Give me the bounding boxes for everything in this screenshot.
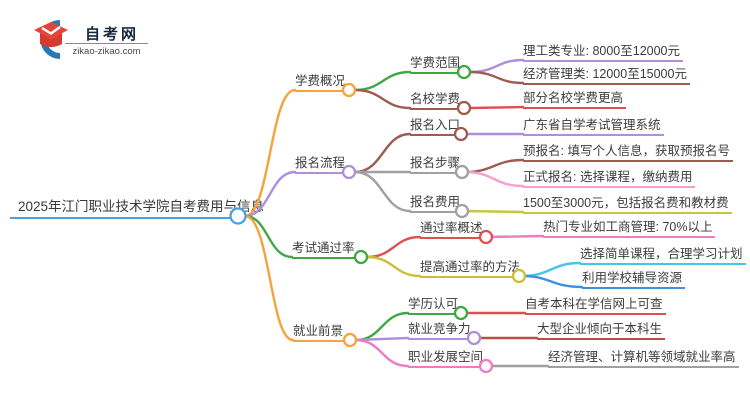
sub-employment-competitiveness[interactable]: 就业竞争力	[408, 321, 474, 340]
connector-leaf-cost	[463, 209, 525, 214]
logo-divider	[65, 43, 148, 44]
leaf-science-engineering-fee[interactable]: 理工类专业: 8000至12000元	[523, 43, 684, 62]
connector-root-passrate	[243, 214, 294, 259]
logo-graphic	[34, 20, 68, 59]
logo-cap-chevron-icon	[41, 26, 61, 35]
connector-leaf-economics	[468, 70, 525, 85]
leaf-pre-registration[interactable]: 预报名: 填写个人信息，获取预报名号	[523, 143, 733, 162]
logo-cap-top-icon	[34, 22, 68, 39]
connector-tuition-range	[353, 70, 412, 92]
leaf-guangdong-exam-system[interactable]: 广东省自学考试管理系统	[523, 117, 664, 136]
connector-leaf-prereg	[463, 158, 525, 174]
connector-leaf-science	[468, 58, 525, 74]
site-logo[interactable]: 自考网 zikao-zikao.com	[30, 16, 160, 69]
connector-employment-competitiveness	[354, 336, 410, 342]
sub-registration-entry[interactable]: 报名入口	[410, 117, 461, 136]
sub-pass-rate-overview[interactable]: 通过率概述	[420, 220, 486, 239]
connector-improve-methods	[365, 255, 422, 278]
leaf-popular-major-pass-rate[interactable]: 热门专业如工商管理: 70%以上	[543, 219, 716, 238]
sub-improve-pass-rate-methods[interactable]: 提高通过率的方法	[420, 259, 520, 278]
leaf-high-employment-fields[interactable]: 经济管理、计算机等领域就业率高	[548, 349, 739, 368]
leaf-enterprises-prefer-bachelor[interactable]: 大型企业倾向于本科生	[537, 321, 666, 340]
branch-registration-process[interactable]: 报名流程	[295, 155, 349, 174]
connector-registration-fee	[353, 170, 412, 213]
sub-registration-steps[interactable]: 报名步骤	[410, 155, 462, 174]
connector-root-employment	[243, 214, 295, 342]
branch-tuition-overview[interactable]: 学费概况	[295, 73, 349, 92]
leaf-formal-registration[interactable]: 正式报名: 选择课程，缴纳费用	[523, 169, 696, 188]
connector-leaf-formalreg	[463, 170, 525, 188]
connector-famous-school	[353, 88, 412, 110]
sub-degree-recognition[interactable]: 学历认可	[408, 296, 461, 315]
logo-cap-base-icon	[40, 33, 62, 47]
logo-domain: zikao-zikao.com	[72, 46, 141, 57]
logo-title: 自考网	[84, 26, 139, 43]
connector-passrate-overview	[365, 235, 422, 259]
sub-famous-school-tuition[interactable]: 名校学费	[410, 91, 464, 110]
leaf-use-school-tutoring[interactable]: 利用学校辅导资源	[582, 270, 686, 289]
sub-career-development[interactable]: 职业发展空间	[408, 349, 486, 368]
connector-degree-recognition	[354, 311, 410, 342]
connector-leaf-popular	[487, 234, 545, 239]
sub-registration-fee[interactable]: 报名费用	[410, 194, 462, 213]
branch-employment-prospects[interactable]: 就业前景	[293, 323, 350, 342]
connector-registration-entry	[353, 132, 412, 174]
sub-tuition-range[interactable]: 学费范围	[410, 55, 464, 74]
leaf-degree-verifiable[interactable]: 自考本科在学信网上可查	[525, 296, 666, 315]
connector-career-development	[354, 338, 410, 368]
leaf-registration-cost[interactable]: 1500至3000元，包括报名费和教材费	[523, 195, 732, 214]
root-node[interactable]: 2025年江门职业技术学院自考费用与信息	[10, 197, 264, 219]
connector-leaf-tutoring	[520, 274, 584, 289]
connector-leaf-easycourses	[520, 261, 582, 278]
leaf-famous-school-higher-fee[interactable]: 部分名校学费更高	[523, 90, 627, 109]
leaf-economics-management-fee[interactable]: 经济管理类: 12000至15000元	[523, 66, 690, 85]
leaf-choose-easy-courses[interactable]: 选择简单课程，合理学习计划	[580, 246, 746, 265]
branch-exam-pass-rate[interactable]: 考试通过率	[292, 240, 361, 259]
connector-leaf-famous	[468, 105, 525, 110]
